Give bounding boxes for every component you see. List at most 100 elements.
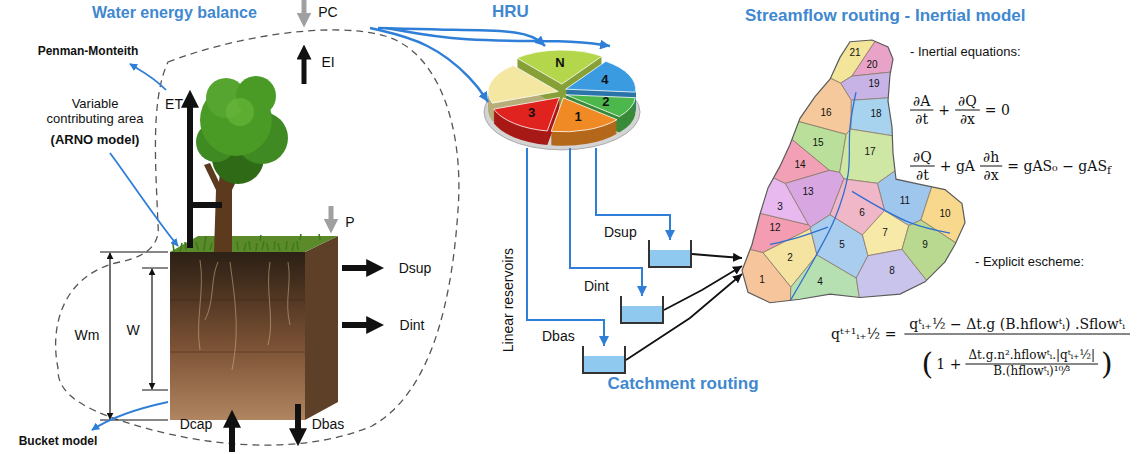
- flux-label: ET: [165, 96, 183, 112]
- flux-arrow: [295, 404, 301, 430]
- method-note: Variable contributing area: [39, 97, 151, 127]
- equation-term: 1 +: [936, 356, 961, 372]
- slice-label: 3: [528, 106, 535, 121]
- soil-block: [305, 236, 338, 420]
- leader-line: [92, 402, 168, 430]
- flux-label: PC: [318, 4, 337, 20]
- flow-arrow: [596, 148, 670, 240]
- equation-term: + gA: [940, 158, 975, 174]
- flow-arrow: [692, 254, 742, 258]
- section-heading: HRU: [492, 2, 529, 22]
- slice-label: 4: [601, 73, 608, 88]
- subcatchment-number: 11: [900, 195, 910, 207]
- flow-arrow: [527, 148, 604, 346]
- equation-term: ∂x: [960, 111, 975, 127]
- reservoir-label: Dint: [584, 278, 609, 294]
- subcatchment-number: 17: [864, 146, 875, 158]
- catchment-map: [757, 110, 846, 172]
- reservoir-tank: Dbas: [582, 346, 626, 374]
- flux-arrow: [302, 58, 307, 84]
- river: [852, 191, 950, 233]
- subcatchment-number: 10: [939, 208, 950, 220]
- subcatchment-number: 19: [868, 78, 879, 90]
- river: [770, 92, 950, 301]
- flux-label: P: [345, 214, 354, 230]
- flux-arrow: [342, 265, 368, 271]
- flux-label: Dint: [400, 317, 425, 333]
- tree: [226, 98, 254, 126]
- catchment-map: [730, 97, 829, 184]
- equation-term: ∂t: [915, 111, 928, 127]
- hru-pie: [494, 97, 560, 130]
- subcatchment-number: 12: [769, 222, 780, 234]
- dimension-line: [100, 252, 168, 420]
- leader-line: [110, 153, 178, 246]
- dimension-line: [109, 253, 110, 419]
- method-note: Penman-Monteith: [38, 45, 139, 59]
- subcatchment-number: 2: [787, 252, 793, 264]
- fraction-bar: [910, 166, 935, 167]
- equation-term: ∂h: [983, 149, 999, 165]
- connector-group: [370, 28, 742, 360]
- soil-block: [170, 252, 305, 420]
- fraction-bar: [955, 110, 980, 111]
- hru-pie: [484, 50, 640, 150]
- subcatchment-number: 6: [859, 207, 865, 219]
- flux-arrow: [229, 426, 235, 452]
- flux-label: EI: [321, 54, 334, 70]
- dimension-label: Wm: [75, 327, 100, 343]
- leader-line: [130, 64, 166, 90]
- fraction-bar: [980, 166, 1002, 167]
- soil-block: [170, 234, 338, 420]
- flux-label: Dsup: [399, 260, 432, 276]
- flux-arrow: [187, 106, 193, 248]
- flux-arrow: [187, 0, 368, 452]
- method-note: (ARNO model): [51, 133, 140, 148]
- hru-pie: [566, 61, 636, 92]
- reservoir-tank: Dint: [620, 296, 664, 324]
- equation-term: Δt.g.n².hflowᵗᵢ.|qᵗᵢ₊½|: [968, 349, 1095, 363]
- subcatchment-number: 15: [812, 137, 823, 149]
- equation-term: ∂x: [984, 167, 999, 183]
- tree: [196, 76, 288, 252]
- soil-block: [199, 260, 290, 370]
- catchment-map: [730, 30, 980, 312]
- hru-pie: [494, 98, 560, 131]
- soil-block: [170, 236, 338, 252]
- section-heading: Catchment routing: [607, 374, 758, 394]
- equation-term: ): [1101, 347, 1113, 382]
- section-heading: Streamflow routing - Inertial model: [745, 6, 1026, 26]
- flow-arrow: [570, 148, 642, 296]
- subcatchment-number: 5: [839, 239, 845, 251]
- reservoir-label: Dsup: [604, 224, 637, 240]
- equation-term: (: [922, 347, 934, 382]
- method-note: Bucket model: [19, 435, 98, 449]
- catchment-map-box: Streamflow routing - Inertial model: [742, 38, 968, 304]
- equation-heading: - Inertial equations:: [910, 45, 1021, 60]
- flux-label: Dbas: [312, 416, 345, 432]
- dimension-label: W: [126, 322, 139, 338]
- flux-arrow: [302, 0, 307, 14]
- balance-outline: [56, 30, 459, 445]
- soil-block: [173, 234, 320, 252]
- equation-term: ∂t: [916, 167, 929, 183]
- flux-arrow: [187, 202, 222, 208]
- catchment-map: [730, 30, 980, 312]
- catchment-map: [840, 129, 935, 183]
- balance-region: Water energy balance: [42, 28, 462, 448]
- dimension-line: [100, 252, 168, 420]
- subcatchment-number: 9: [922, 239, 928, 251]
- equation-term: qᵗ⁺¹ᵢ₊½ =: [831, 326, 896, 342]
- flow-arrow: [664, 266, 742, 310]
- reservoir-tank: Dsup: [648, 240, 692, 268]
- subcatchment-number: 21: [849, 47, 860, 59]
- subcatchment-number: 4: [817, 276, 823, 288]
- subcatchment-number: 8: [889, 265, 895, 277]
- flux-arrow: [329, 206, 334, 220]
- section-heading: Water energy balance: [92, 4, 257, 22]
- subcatchment-number: 20: [866, 59, 877, 71]
- equation-term: B.(hflowᵗᵢ)¹⁰⁄³: [993, 365, 1070, 379]
